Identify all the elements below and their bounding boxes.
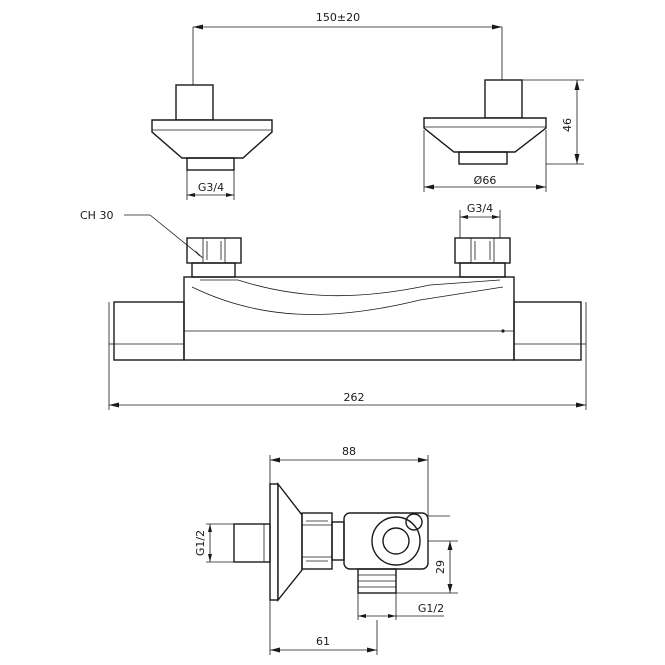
side-rosette (269, 481, 303, 602)
dim-wrench-label: CH 30 (80, 209, 113, 222)
mixer-body (183, 276, 515, 361)
eccentric-right (423, 79, 547, 165)
dim-thread-left-label: G3/4 (198, 181, 224, 194)
dim-spacing-label: 150±20 (316, 11, 360, 24)
dim-offset-61: 61 (269, 600, 378, 655)
handle-right (513, 301, 587, 361)
side-nut (301, 512, 345, 570)
dim-thread-left-top: G3/4 (186, 170, 235, 200)
dim-total-width: 262 (108, 360, 587, 410)
dim-height-46: 46 (522, 79, 584, 165)
nut-left (186, 237, 242, 278)
side-outlet (357, 568, 397, 594)
dim-thread-inlet-label: G1/2 (194, 530, 207, 556)
dim-offset-61-label: 61 (316, 635, 330, 648)
dim-thread-outlet-label: G1/2 (418, 602, 444, 615)
dim-thread-right-label: G3/4 (467, 202, 493, 215)
dim-height-29-label: 29 (434, 560, 447, 574)
dim-wrench-size: CH 30 (80, 209, 204, 259)
dim-spacing-top: 150±20 (192, 11, 503, 85)
dim-thread-inlet-side: G1/2 (194, 523, 234, 563)
dim-thread-outlet: G1/2 (357, 593, 444, 620)
handle-left (108, 301, 185, 361)
dim-diameter-66-label: Ø66 (474, 174, 497, 187)
nut-right (454, 237, 511, 278)
dim-height-29: 29 (396, 540, 458, 594)
eccentric-left (151, 84, 273, 171)
dim-depth-88-label: 88 (342, 445, 356, 458)
side-inlet-pipe (233, 523, 271, 563)
dim-total-width-label: 262 (344, 391, 365, 404)
dim-thread-right-top: G3/4 (459, 202, 501, 238)
dim-diameter-66: Ø66 (423, 130, 547, 192)
dim-depth-88: 88 (269, 445, 429, 516)
dim-height-46-label: 46 (561, 118, 574, 132)
